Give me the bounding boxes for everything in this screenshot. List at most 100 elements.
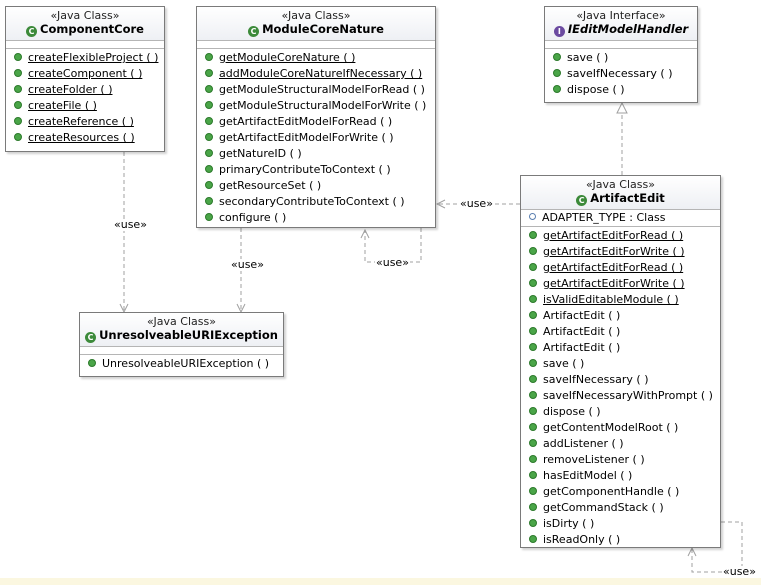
attributes-section (80, 347, 283, 355)
operation-label: UnresolveableURIException ( ) (102, 357, 270, 370)
operation-row[interactable]: getCommandStack ( ) (521, 500, 720, 516)
operation-row[interactable]: dispose ( ) (521, 404, 720, 420)
operation-row[interactable]: createResources ( ) (6, 130, 164, 146)
public-method-icon (205, 53, 213, 61)
operation-row[interactable]: isDirty ( ) (521, 516, 720, 532)
attributes-section (6, 41, 164, 49)
operation-row[interactable]: saveIfNecessary ( ) (521, 372, 720, 388)
operation-label: getModuleCoreNature ( ) (219, 51, 356, 64)
operation-row[interactable]: getArtifactEditForWrite ( ) (521, 276, 720, 292)
class-name-text: ModuleCoreNature (262, 22, 384, 36)
static-field-icon (529, 213, 536, 220)
operation-label: saveIfNecessary ( ) (543, 373, 649, 386)
operation-row[interactable]: saveIfNecessary ( ) (545, 66, 697, 82)
operation-row[interactable]: UnresolveableURIException ( ) (80, 356, 283, 372)
public-method-icon (529, 471, 537, 479)
attribute-row[interactable]: ADAPTER_TYPE : Class (521, 211, 720, 225)
public-method-icon (529, 327, 537, 335)
attributes-section (197, 41, 435, 49)
operation-row[interactable]: save ( ) (545, 50, 697, 66)
operation-row[interactable]: getArtifactEditForRead ( ) (521, 260, 720, 276)
public-method-icon (529, 407, 537, 415)
public-method-icon (205, 69, 213, 77)
operation-row[interactable]: ArtifactEdit ( ) (521, 308, 720, 324)
operation-row[interactable]: getArtifactEditForRead ( ) (521, 228, 720, 244)
operation-row[interactable]: addListener ( ) (521, 436, 720, 452)
operation-row[interactable]: getResourceSet ( ) (197, 178, 435, 194)
operation-row[interactable]: createComponent ( ) (6, 66, 164, 82)
operation-row[interactable]: configure ( ) (197, 210, 435, 226)
operation-row[interactable]: primaryContributeToContext ( ) (197, 162, 435, 178)
public-method-icon (529, 231, 537, 239)
operation-label: isDirty ( ) (543, 517, 595, 530)
class-name-text: ComponentCore (40, 22, 144, 36)
operation-row[interactable]: saveIfNecessaryWithPrompt ( ) (521, 388, 720, 404)
public-method-icon (529, 455, 537, 463)
operation-label: save ( ) (567, 51, 609, 64)
public-method-icon (529, 343, 537, 351)
operation-label: ArtifactEdit ( ) (543, 341, 621, 354)
operation-row[interactable]: addModuleCoreNatureIfNecessary ( ) (197, 66, 435, 82)
attribute-label: ADAPTER_TYPE : Class (542, 211, 666, 224)
operation-label: getComponentHandle ( ) (543, 485, 680, 498)
operation-row[interactable]: getModuleStructuralModelForRead ( ) (197, 82, 435, 98)
operation-row[interactable]: getComponentHandle ( ) (521, 484, 720, 500)
operation-label: primaryContributeToContext ( ) (219, 163, 391, 176)
operation-row[interactable]: createFlexibleProject ( ) (6, 50, 164, 66)
stereotype-label: «Java Interface» (576, 9, 666, 22)
operation-label: createReference ( ) (28, 115, 134, 128)
operation-row[interactable]: createReference ( ) (6, 114, 164, 130)
operations-section: createFlexibleProject ( ) createComponen… (6, 49, 164, 147)
operation-row[interactable]: ArtifactEdit ( ) (521, 340, 720, 356)
public-method-icon (205, 181, 213, 189)
operation-row[interactable]: dispose ( ) (545, 82, 697, 98)
operation-label: saveIfNecessary ( ) (567, 67, 673, 80)
operation-row[interactable]: removeListener ( ) (521, 452, 720, 468)
public-method-icon (205, 133, 213, 141)
operation-label: hasEditModel ( ) (543, 469, 633, 482)
class-icon: C (85, 332, 97, 343)
operation-row[interactable]: getNatureID ( ) (197, 146, 435, 162)
operation-label: getArtifactEditForWrite ( ) (543, 245, 685, 258)
operation-label: configure ( ) (219, 211, 287, 224)
public-method-icon (14, 69, 22, 77)
operation-row[interactable]: getModuleStructuralModelForWrite ( ) (197, 98, 435, 114)
operation-row[interactable]: isValidEditableModule ( ) (521, 292, 720, 308)
operation-row[interactable]: getArtifactEditForWrite ( ) (521, 244, 720, 260)
operation-label: createFile ( ) (28, 99, 97, 112)
operation-label: saveIfNecessaryWithPrompt ( ) (543, 389, 713, 402)
operation-row[interactable]: getModuleCoreNature ( ) (197, 50, 435, 66)
operation-row[interactable]: getArtifactEditModelForWrite ( ) (197, 130, 435, 146)
operation-row[interactable]: createFolder ( ) (6, 82, 164, 98)
public-method-icon (553, 85, 561, 93)
class-icon: C (26, 26, 38, 37)
operation-label: createComponent ( ) (28, 67, 143, 80)
operation-label: dispose ( ) (543, 405, 601, 418)
operation-row[interactable]: createFile ( ) (6, 98, 164, 114)
public-method-icon (529, 247, 537, 255)
operation-row[interactable]: save ( ) (521, 356, 720, 372)
public-method-icon (205, 197, 213, 205)
public-method-icon (14, 101, 22, 109)
operation-label: dispose ( ) (567, 83, 625, 96)
operation-row[interactable]: isReadOnly ( ) (521, 532, 720, 548)
operation-row[interactable]: ArtifactEdit ( ) (521, 324, 720, 340)
operation-row[interactable]: getArtifactEditModelForRead ( ) (197, 114, 435, 130)
operation-row[interactable]: secondaryContributeToContext ( ) (197, 194, 435, 210)
public-method-icon (14, 53, 22, 61)
public-method-icon (529, 295, 537, 303)
operation-row[interactable]: getContentModelRoot ( ) (521, 420, 720, 436)
operation-row[interactable]: hasEditModel ( ) (521, 468, 720, 484)
